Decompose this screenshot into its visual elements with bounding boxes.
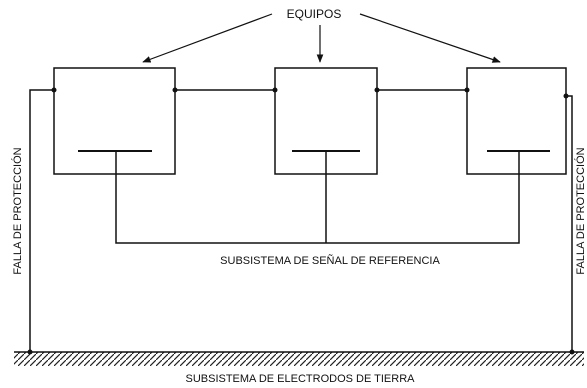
equipment-box-3 xyxy=(466,67,567,175)
signal-reference-label: SUBSISTEMA DE SEÑAL DE REFERENCIA xyxy=(220,254,440,267)
arrow-to-equipment-3 xyxy=(359,13,501,63)
junction-dots xyxy=(27,87,575,355)
fault-protection-left-conductor xyxy=(29,89,54,352)
equipment-label: EQUIPOS xyxy=(287,7,342,21)
fault-protection-right-conductor xyxy=(566,95,573,352)
arrow-to-equipment-1 xyxy=(142,13,273,63)
fault-protection-left-label: FALLA DE PROTECCIÓN xyxy=(11,147,24,274)
equipment-box-1 xyxy=(53,67,176,175)
fault-protection-right-label: FALLA DE PROTECCIÓN xyxy=(574,147,587,274)
ground-hatch-strip xyxy=(14,352,584,366)
signal-reference-bus xyxy=(115,151,520,244)
ground-electrodes-label: SUBSISTEMA DE ELECTRODOS DE TIERRA xyxy=(185,373,415,385)
